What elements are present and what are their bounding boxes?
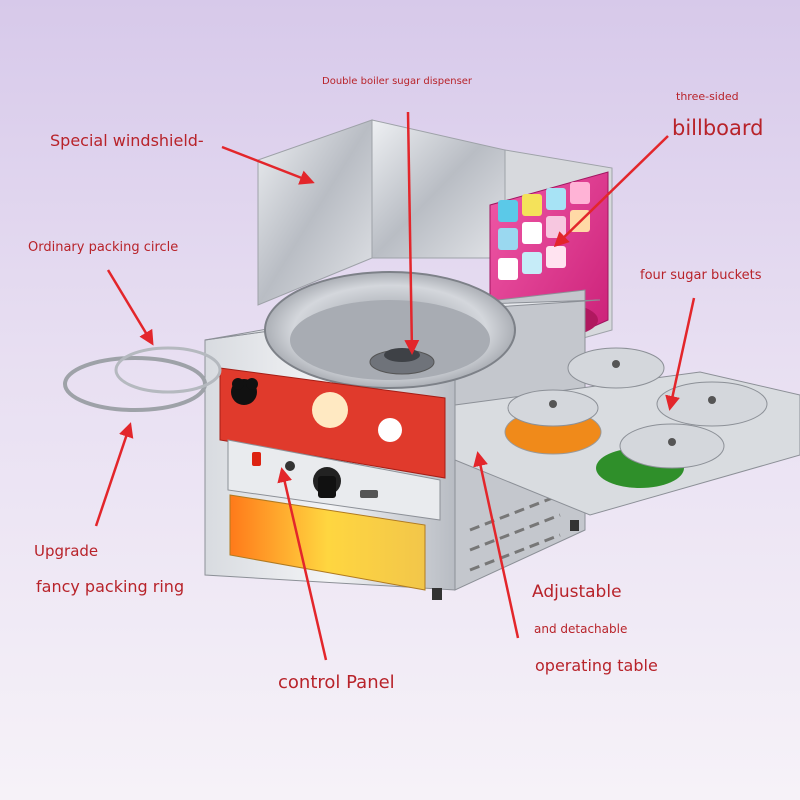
sugar-buckets — [504, 347, 768, 488]
control-panel — [227, 439, 441, 521]
label-adjustable: Adjustable — [532, 582, 622, 602]
label-dispenser: Double boiler sugar dispenser — [322, 76, 473, 87]
label-control-panel: control Panel — [278, 672, 395, 693]
packing-rings — [63, 346, 222, 412]
label-ordinary-circle: Ordinary packing circle — [28, 240, 179, 255]
spinning-bowl — [264, 271, 516, 389]
label-upgrade: Upgrade — [34, 542, 99, 560]
annotation-arrows — [94, 111, 696, 661]
label-fancy-ring: fancy packing ring — [36, 577, 185, 596]
front-decal — [219, 367, 446, 479]
label-billboard: billboard — [672, 116, 764, 140]
label-operating-table: operating table — [535, 656, 658, 675]
label-detachable: and detachable — [534, 622, 628, 636]
burner-window — [229, 494, 426, 591]
label-three-sided: three-sided — [676, 90, 739, 103]
label-sugar-buckets: four sugar buckets — [640, 268, 762, 283]
label-windshield: Special windshield- — [50, 131, 204, 150]
